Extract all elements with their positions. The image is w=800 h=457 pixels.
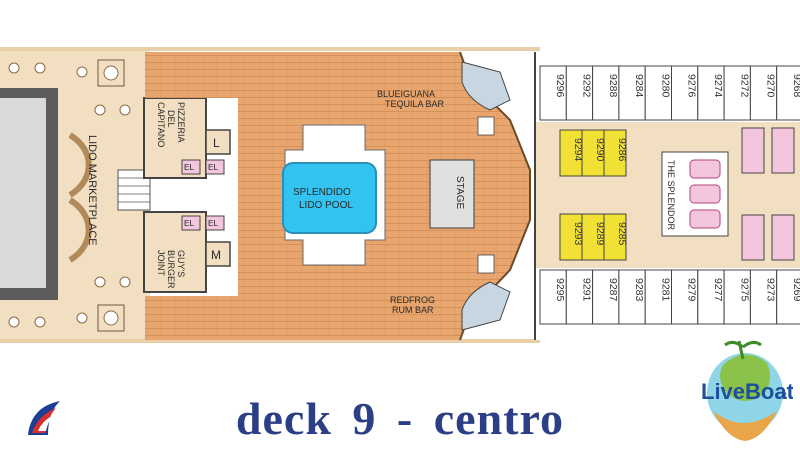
redfrog-label-2: RUM BAR (392, 305, 434, 315)
cabin-9284 (618, 65, 646, 121)
cabin-9276 (671, 65, 699, 121)
cabin-9281 (644, 269, 673, 325)
elevator-lower-2 (205, 215, 225, 231)
cabin-9268 (776, 65, 800, 121)
deck-plan-map: LIDO MARKETPLACE PIZZERIA DEL CAPITANO G… (0, 47, 800, 343)
buffet-counter-upper (68, 132, 92, 198)
deck-caption: deck 9 - centro (235, 393, 565, 444)
elevator-upper-1 (181, 159, 201, 175)
elevator-upper-2 (205, 159, 225, 175)
cabin-9283 (618, 269, 646, 325)
stairs-upper (477, 116, 495, 136)
pizzeria-label-2: DEL (166, 110, 176, 128)
dining-tables-lower (8, 276, 131, 332)
redfrog-label-1: REDFROG (390, 295, 435, 305)
liveboat-logo: LiveBoat .it (701, 340, 793, 441)
corridor-pink-box-4 (771, 214, 795, 261)
hull-border-top (0, 47, 540, 51)
burger-label-3: JOINT (156, 250, 166, 277)
elevator-upper-1-label: EL (184, 163, 194, 172)
elevator-lower-1-label: EL (184, 219, 194, 228)
cabin-9274 (697, 65, 725, 121)
burger-label-1: GUY'S (176, 250, 186, 277)
cabin-number: 9288 (607, 74, 619, 98)
cabin-number: 9291 (580, 278, 592, 302)
logo-text: LiveBoat (701, 379, 793, 404)
hull-border-bottom (0, 339, 540, 343)
pool-label-1: SPLENDIDO (293, 187, 351, 198)
cabin-number: 9273 (765, 278, 777, 302)
logo-suffix: .it (779, 391, 787, 402)
cabin-number: 9274 (712, 74, 724, 98)
pool-label-2: LIDO POOL (299, 200, 353, 211)
lido-marketplace-floor (0, 98, 46, 288)
cabin-9287 (592, 269, 620, 325)
cabins-bottom-row: 9295 9291 9287 9283 9281 9279 9277 9275 9273 9269… (539, 269, 800, 325)
cabin-9280 (644, 65, 673, 121)
cabin-9277 (697, 269, 725, 325)
pizzeria-label-1: PIZZERIA (176, 102, 186, 143)
dining-tables-upper (8, 59, 131, 116)
cabin-9272 (723, 65, 751, 121)
cabin-number: 9268 (791, 74, 800, 98)
cabin-9269 (776, 269, 800, 325)
cabin-number: 9294 (572, 138, 584, 162)
cabin-number: 9279 (686, 278, 698, 302)
cabin-number: 9295 (554, 278, 566, 302)
restroom-men-box (205, 241, 231, 267)
cabin-number: 9287 (607, 278, 619, 302)
redfrog-bar (461, 281, 511, 331)
cabins-inner-upper: 9294 9290 9286 (559, 129, 628, 177)
cabin-number: 9289 (594, 222, 606, 246)
restroom-ladies-label: L (213, 136, 220, 150)
buffet-counter-lower (68, 197, 92, 263)
stairs-lower (477, 254, 495, 274)
cabin-number: 9284 (633, 74, 645, 98)
cabins-inner-lower: 9293 9289 9285 (559, 213, 628, 261)
cabin-number: 9276 (686, 74, 698, 98)
cabin-9273 (749, 269, 778, 325)
cabin-number: 9269 (791, 278, 800, 302)
cabin-number: 9280 (659, 74, 671, 98)
cabin-number: 9286 (616, 138, 628, 162)
restroom-men-label: M (211, 248, 221, 262)
splendor-label: THE SPLENDOR (666, 160, 676, 231)
cabin-number: 9290 (594, 138, 606, 162)
elevator-lower-1 (181, 215, 201, 231)
cabin-number: 9296 (554, 74, 566, 98)
blueiguana-label-2: TEQUILA BAR (385, 99, 445, 109)
cabin-9288 (592, 65, 620, 121)
cabin-number: 9272 (738, 74, 750, 98)
cabin-9279 (671, 269, 699, 325)
splendor-chairs (689, 159, 721, 229)
corridor-pink-box-3 (771, 127, 795, 174)
blueiguana-bar (461, 61, 511, 111)
cabin-9286 (603, 129, 627, 177)
cabin-number: 9270 (765, 74, 777, 98)
burger-label-2: BURGER (166, 250, 176, 289)
splendido-lido-pool (282, 162, 377, 234)
cabin-number: 9277 (712, 278, 724, 302)
cabin-9285 (603, 213, 627, 261)
stage-label: STAGE (454, 176, 465, 209)
cabins-top-row: 9296 9292 9288 9284 9280 9276 9274 9272 9270 9268 (539, 65, 800, 121)
carnival-funnel-logo (28, 401, 60, 435)
cabin-number: 9285 (616, 222, 628, 246)
lido-marketplace-label: LIDO MARKETPLACE (86, 135, 98, 246)
cabin-9270 (749, 65, 778, 121)
cabin-number: 9283 (633, 278, 645, 302)
elevator-lower-2-label: EL (208, 219, 218, 228)
elevator-upper-2-label: EL (208, 163, 218, 172)
cabin-number: 9293 (572, 222, 584, 246)
cabin-number: 9281 (659, 278, 671, 302)
pizzeria-label-3: CAPITANO (156, 102, 166, 147)
corridor-pink-box-2 (741, 214, 765, 261)
cabin-number: 9275 (738, 278, 750, 302)
blueiguana-label-1: BLUEIGUANA (377, 89, 435, 99)
restroom-ladies-box (205, 129, 231, 155)
stage (429, 159, 475, 229)
corridor-pink-box-1 (741, 127, 765, 174)
cabin-number: 9292 (580, 74, 592, 98)
